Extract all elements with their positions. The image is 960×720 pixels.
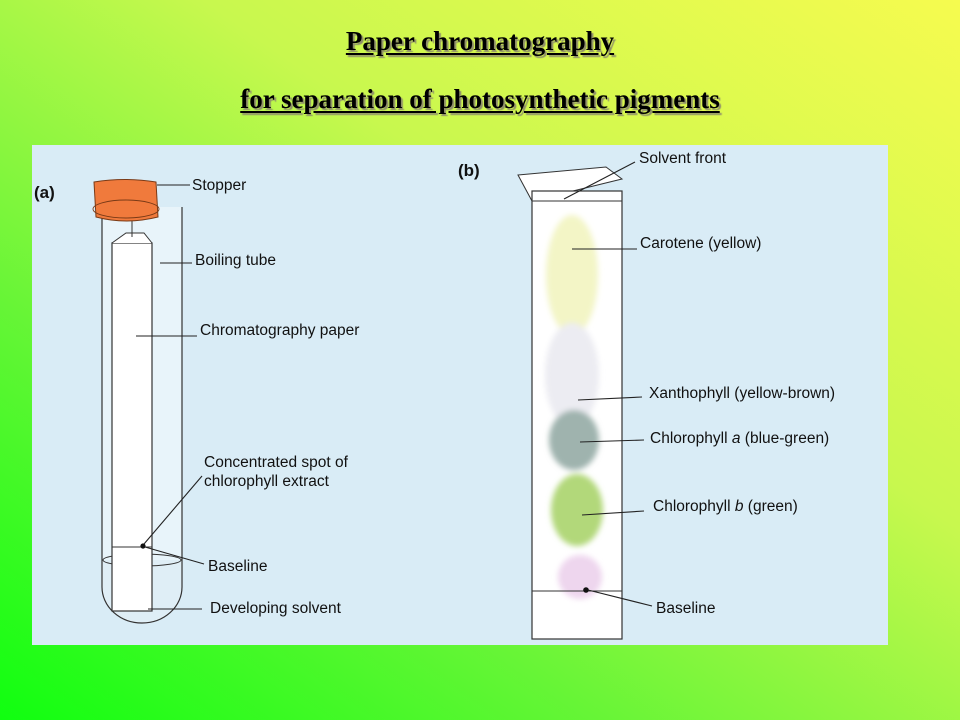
label-chromatography-paper: Chromatography paper xyxy=(200,322,359,339)
band-carotene xyxy=(546,215,598,335)
label-baseline-b: Baseline xyxy=(656,600,715,617)
band-xanthophyll xyxy=(545,323,599,427)
label-chlorophyll-a: Chlorophyll a (blue-green) xyxy=(650,430,829,447)
label-baseline-a: Baseline xyxy=(208,558,267,575)
panel-b-label: (b) xyxy=(458,161,480,180)
paper-hook xyxy=(111,232,153,244)
chromatography-diagram: (a) Stopper Boiling tube Chromatography … xyxy=(32,145,888,645)
panel-b: (b) Solvent front Carotene (yellow) Xant… xyxy=(458,150,835,640)
label-solvent-front: Solvent front xyxy=(639,150,727,167)
baseline-spot xyxy=(583,587,589,593)
band-baseline xyxy=(558,555,602,599)
slide-title: Paper chromatography xyxy=(345,26,615,56)
label-spot-line2: chlorophyll extract xyxy=(204,473,330,490)
label-developing-solvent: Developing solvent xyxy=(210,600,342,617)
band-chlorophyll-b xyxy=(551,474,603,546)
chromatography-paper xyxy=(111,242,153,612)
label-stopper: Stopper xyxy=(192,177,246,194)
label-chlorophyll-b: Chlorophyll b (green) xyxy=(653,498,798,515)
panel-a-label: (a) xyxy=(34,183,55,202)
slide-subtitle: for separation of photosynthetic pigment… xyxy=(240,84,720,114)
panel-a: (a) Stopper Boiling tube Chromatography … xyxy=(34,177,359,624)
chlorophyll-spot xyxy=(140,543,146,549)
label-spot-line1: Concentrated spot of xyxy=(204,454,349,471)
band-chlorophyll-a xyxy=(549,410,599,470)
label-xanthophyll: Xanthophyll (yellow-brown) xyxy=(649,385,835,402)
label-boiling-tube: Boiling tube xyxy=(195,252,276,269)
label-carotene: Carotene (yellow) xyxy=(640,235,761,252)
